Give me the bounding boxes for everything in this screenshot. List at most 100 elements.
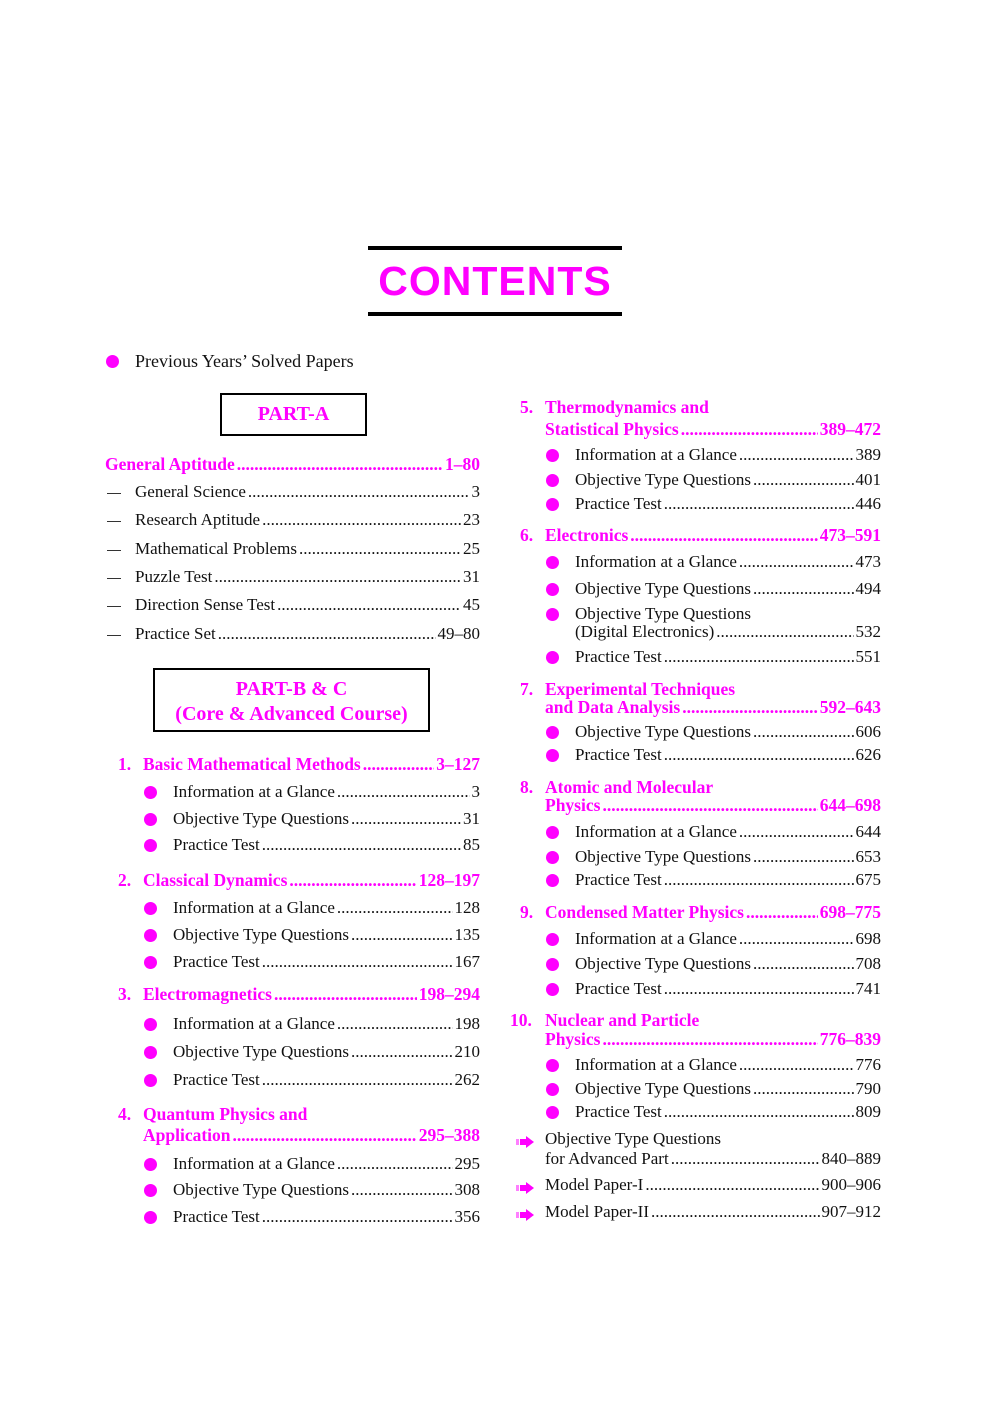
aptitude-item[interactable]: Direction Sense Test....................… <box>135 594 480 616</box>
chapter-item-page: 198 <box>454 1014 481 1033</box>
chapter-number[interactable]: 7. <box>520 679 534 699</box>
chapter-item[interactable]: Objective Type Questions................… <box>173 808 480 830</box>
chapter-heading-line[interactable]: Atomic and Molecular <box>545 777 714 797</box>
leader-dots: ........................................… <box>753 722 854 741</box>
chapter-number[interactable]: 6. <box>520 525 534 545</box>
bullet-icon <box>144 956 157 969</box>
chapter-number[interactable]: 2. <box>118 870 132 890</box>
aptitude-item[interactable]: Practice Set............................… <box>135 623 480 645</box>
chapter-item[interactable]: Practice Test...........................… <box>575 1101 881 1123</box>
bullet-icon <box>106 355 119 368</box>
leader-dots: ........................................… <box>277 595 461 614</box>
leader-dots: ........................................… <box>261 1207 453 1226</box>
chapter-item-label: Objective Type Questions <box>575 722 752 741</box>
chapter-item[interactable]: Information at a Glance.................… <box>173 897 480 919</box>
bullet-icon <box>144 786 157 799</box>
extra-entry[interactable]: Model Paper-I...........................… <box>545 1174 881 1196</box>
chapter-item[interactable]: Practice Test...........................… <box>173 1069 480 1091</box>
chapter-item[interactable]: Information at a Glance.................… <box>575 551 881 573</box>
chapter-item[interactable]: Objective Type Questions................… <box>575 953 881 975</box>
general-aptitude-heading-page: 1–80 <box>445 454 480 474</box>
leader-dots: ........................................… <box>261 952 453 971</box>
chapter-heading[interactable]: Basic Mathematical Methods..............… <box>143 753 480 775</box>
chapter-item[interactable]: Objective Type Questions................… <box>575 846 881 868</box>
extra-entry-line[interactable]: Objective Type Questions <box>545 1129 722 1148</box>
extra-entry[interactable]: for Advanced Part.......................… <box>545 1148 881 1170</box>
chapter-heading[interactable]: and Data Analysis.......................… <box>545 696 881 718</box>
dash-icon <box>107 521 121 522</box>
chapter-item[interactable]: Information at a Glance.................… <box>575 1054 881 1076</box>
leader-dots: ........................................… <box>753 954 854 973</box>
chapter-heading-line[interactable]: Nuclear and Particle <box>545 1010 700 1030</box>
bullet-icon <box>144 1018 157 1031</box>
chapter-item[interactable]: Objective Type Questions................… <box>575 1078 881 1100</box>
chapter-item[interactable]: Objective Type Questions................… <box>575 578 881 600</box>
chapter-number[interactable]: 5. <box>520 397 534 417</box>
chapter-heading-line[interactable]: Thermodynamics and <box>545 397 709 417</box>
leader-dots: ........................................… <box>738 822 854 841</box>
aptitude-item[interactable]: Puzzle Test.............................… <box>135 566 480 588</box>
chapter-item-line[interactable]: Objective Type Questions <box>575 604 752 623</box>
chapter-item-page: 210 <box>454 1042 481 1061</box>
chapter-item-page: 167 <box>454 952 481 971</box>
chapter-item[interactable]: Practice Test...........................… <box>575 869 881 891</box>
chapter-heading[interactable]: Physics.................................… <box>545 1028 881 1050</box>
chapter-heading-page: 776–839 <box>819 1029 881 1049</box>
chapter-item[interactable]: Practice Test...........................… <box>575 744 881 766</box>
chapter-item[interactable]: Objective Type Questions................… <box>575 721 881 743</box>
chapter-number[interactable]: 1. <box>118 754 132 774</box>
chapter-item[interactable]: Information at a Glance.................… <box>575 821 881 843</box>
chapter-number[interactable]: 4. <box>118 1104 132 1124</box>
chapter-heading[interactable]: Statistical Physics.....................… <box>545 418 881 440</box>
chapter-item-label: Information at a Glance <box>173 898 335 917</box>
chapter-item-page: 741 <box>855 979 882 998</box>
chapter-item[interactable]: Objective Type Questions................… <box>173 1179 480 1201</box>
chapter-heading[interactable]: Electromagnetics........................… <box>143 983 480 1005</box>
aptitude-item[interactable]: Mathematical Problems...................… <box>135 538 480 560</box>
chapter-item[interactable]: (Digital Electronics)...................… <box>575 621 881 643</box>
aptitude-item-page: 49–80 <box>437 624 481 643</box>
aptitude-item-page: 23 <box>463 510 480 529</box>
chapter-heading-line[interactable]: Experimental Techniques <box>545 679 736 699</box>
chapter-number[interactable]: 10. <box>510 1010 532 1030</box>
previous-papers-entry[interactable]: Previous Years’ Solved Papers <box>135 351 354 371</box>
chapter-item[interactable]: Objective Type Questions................… <box>173 1041 480 1063</box>
chapter-item[interactable]: Information at a Glance.................… <box>575 444 881 466</box>
aptitude-item-label: Mathematical Problems <box>135 539 297 558</box>
chapter-item-label: Information at a Glance <box>575 929 737 948</box>
leader-dots: ........................................… <box>273 984 417 1004</box>
chapter-item[interactable]: Information at a Glance.................… <box>575 928 881 950</box>
chapter-heading[interactable]: Classical Dynamics......................… <box>143 869 480 891</box>
chapter-heading[interactable]: Application.............................… <box>143 1124 480 1146</box>
chapter-heading-line[interactable]: Quantum Physics and <box>143 1104 308 1124</box>
chapter-item[interactable]: Information at a Glance.................… <box>173 1153 480 1175</box>
chapter-item[interactable]: Objective Type Questions................… <box>173 924 480 946</box>
chapter-item[interactable]: Information at a Glance.................… <box>173 781 480 803</box>
general-aptitude-heading[interactable]: General Aptitude........................… <box>105 453 480 475</box>
chapter-heading-label: Electronics <box>545 525 629 545</box>
chapter-item[interactable]: Practice Test...........................… <box>173 834 480 856</box>
chapter-number[interactable]: 3. <box>118 984 132 1004</box>
right-arrow-icon <box>516 1133 534 1148</box>
aptitude-item[interactable]: Research Aptitude.......................… <box>135 509 480 531</box>
chapter-number[interactable]: 8. <box>520 777 534 797</box>
chapter-item[interactable]: Practice Test...........................… <box>575 646 881 668</box>
chapter-item[interactable]: Practice Test...........................… <box>173 1206 480 1228</box>
leader-dots: ........................................… <box>336 1014 453 1033</box>
extra-entry[interactable]: Model Paper-II..........................… <box>545 1201 881 1223</box>
chapter-heading[interactable]: Electronics.............................… <box>545 524 881 546</box>
aptitude-item[interactable]: General Science.........................… <box>135 481 480 503</box>
chapter-item[interactable]: Objective Type Questions................… <box>575 469 881 491</box>
chapter-heading[interactable]: Physics.................................… <box>545 794 881 816</box>
chapter-number[interactable]: 9. <box>520 902 534 922</box>
chapter-item[interactable]: Practice Test...........................… <box>173 951 480 973</box>
chapter-item-label: Information at a Glance <box>173 1154 335 1173</box>
chapter-item[interactable]: Practice Test...........................… <box>575 978 881 1000</box>
chapter-item-label: Objective Type Questions <box>575 847 752 866</box>
chapter-heading[interactable]: Condensed Matter Physics................… <box>545 901 881 923</box>
chapter-item-label: Objective Type Questions <box>575 579 752 598</box>
chapter-item[interactable]: Practice Test...........................… <box>575 493 881 515</box>
chapter-item-label: Objective Type Questions <box>173 1180 350 1199</box>
part-bc-label: PART-B & C <box>235 678 348 700</box>
chapter-item[interactable]: Information at a Glance.................… <box>173 1013 480 1035</box>
